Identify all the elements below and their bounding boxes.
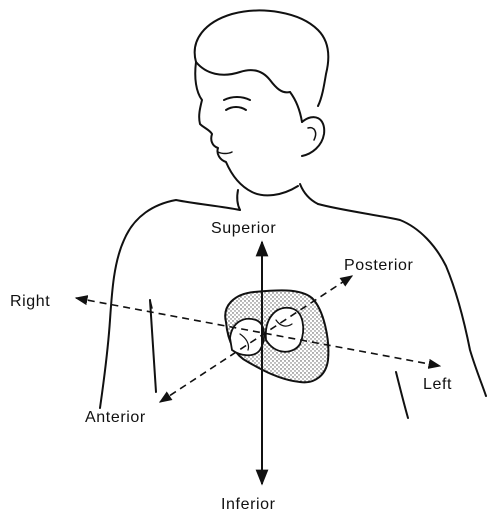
eyebrow (224, 97, 250, 100)
left-armpit (396, 372, 408, 418)
neck-front (237, 190, 240, 210)
axis-labels: Superior Inferior Right Left Anterior Po… (10, 220, 452, 513)
heart-cross-section (225, 290, 328, 382)
eye (226, 107, 246, 110)
right-ventricle (230, 319, 264, 355)
mouth (218, 152, 232, 154)
hair-outline (195, 11, 329, 106)
neck-back (300, 184, 318, 204)
label-posterior: Posterior (344, 257, 413, 274)
ear (302, 117, 324, 156)
label-right: Right (10, 293, 50, 310)
label-left: Left (423, 376, 452, 393)
label-anterior: Anterior (85, 409, 146, 426)
label-superior: Superior (211, 220, 276, 237)
right-armpit (150, 300, 156, 392)
label-inferior: Inferior (221, 496, 276, 513)
ear-inner (308, 128, 316, 140)
hair-fringe (196, 62, 290, 92)
face-profile (195, 62, 298, 195)
left-shoulder (318, 204, 486, 396)
hair-side (290, 92, 302, 122)
